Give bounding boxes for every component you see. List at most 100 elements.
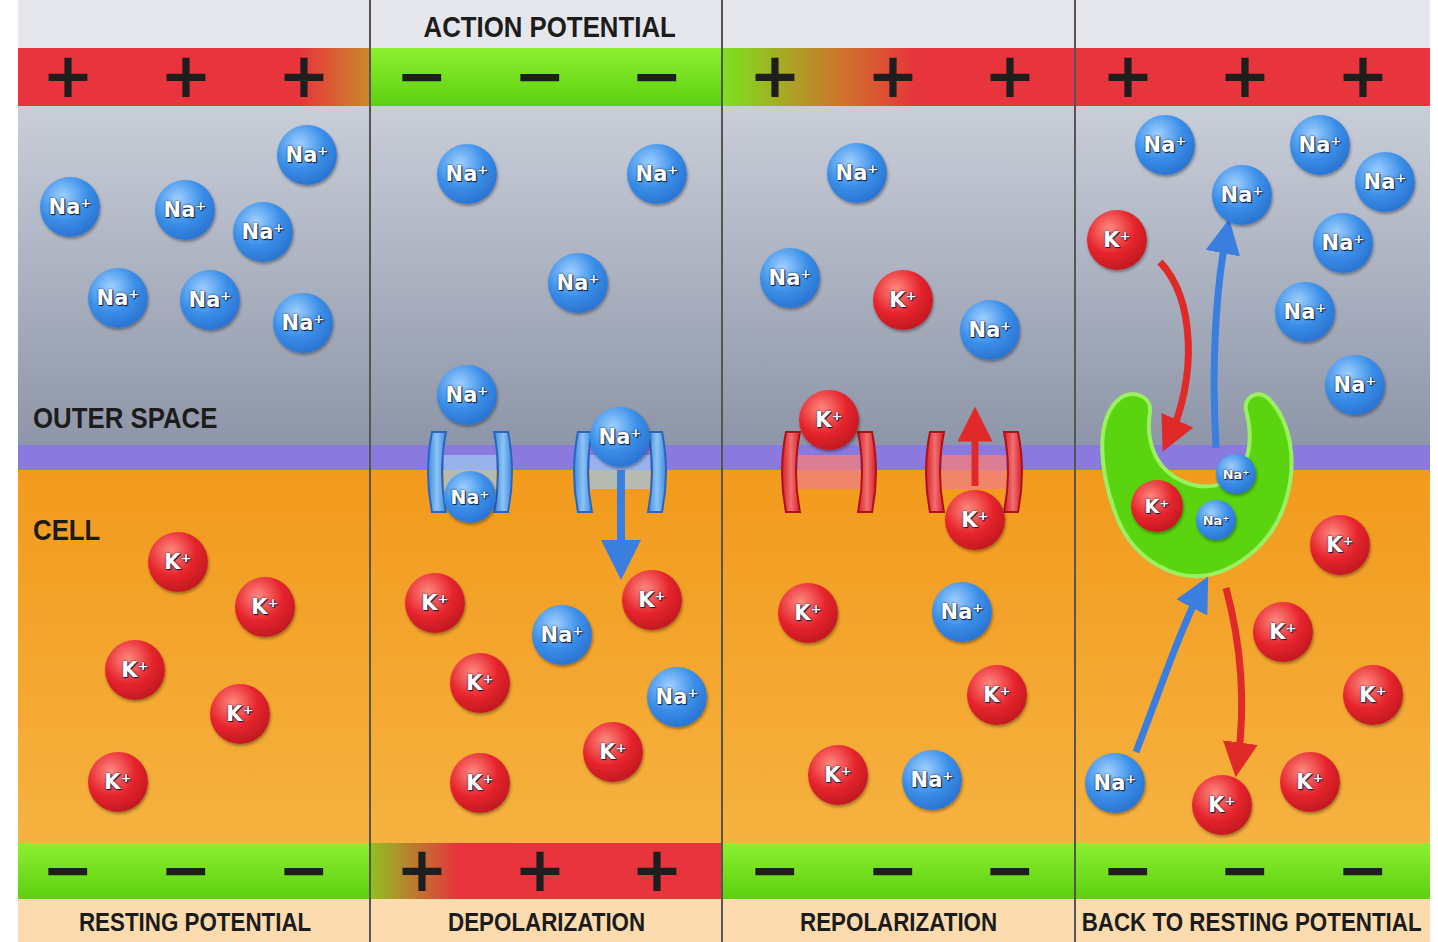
ion-circle: Na⁺ xyxy=(1135,115,1195,175)
charge-sign: + xyxy=(749,45,801,107)
ion-circle: Na⁺ xyxy=(88,268,148,328)
ion-circle: Na⁺ xyxy=(827,143,887,203)
ion-label: Na⁺ xyxy=(599,425,642,449)
ion-label: Na⁺ xyxy=(769,266,812,290)
ion-circle: K⁺ xyxy=(1253,602,1313,662)
ion-circle: K⁺ xyxy=(622,570,682,630)
sodium-potassium-pump xyxy=(1102,236,1291,760)
region-label: OUTER SPACE xyxy=(33,403,217,433)
ion-label: Na⁺ xyxy=(1144,133,1187,157)
ion-label: Na⁺ xyxy=(1364,170,1407,194)
ion-label: K⁺ xyxy=(599,740,626,764)
phase-label: RESTING POTENTIAL xyxy=(79,909,311,935)
ion-circle: Na⁺ xyxy=(1355,152,1415,212)
ion-label: K⁺ xyxy=(794,601,821,625)
ion-label: Na⁺ xyxy=(911,768,954,792)
ion-label: Na⁺ xyxy=(557,271,600,295)
ion-circle: Na⁺ xyxy=(1196,500,1236,540)
phase-label: DEPOLARIZATION xyxy=(448,909,645,935)
charge-sign: + xyxy=(867,45,919,107)
ion-label: Na⁺ xyxy=(1299,133,1342,157)
ion-label: Na⁺ xyxy=(1203,513,1230,528)
ion-circle: K⁺ xyxy=(210,684,270,744)
ion-circle: Na⁺ xyxy=(548,253,608,313)
ion-label: Na⁺ xyxy=(836,161,879,185)
ion-circle: Na⁺ xyxy=(40,177,100,237)
ion-label: K⁺ xyxy=(121,658,148,682)
ion-label: Na⁺ xyxy=(541,623,584,647)
ion-circle: K⁺ xyxy=(405,573,465,633)
ion-label: K⁺ xyxy=(1359,683,1386,707)
ion-circle: K⁺ xyxy=(799,390,859,450)
ion-circle: Na⁺ xyxy=(627,144,687,204)
ion-label: Na⁺ xyxy=(189,288,232,312)
ion-label: Na⁺ xyxy=(97,286,140,310)
region-label: CELL xyxy=(33,515,100,545)
ion-label: K⁺ xyxy=(1269,620,1296,644)
ion-circle: K⁺ xyxy=(778,583,838,643)
ion-circle: Na⁺ xyxy=(1216,454,1256,494)
charge-sign: + xyxy=(396,839,448,901)
phase-label: BACK TO RESTING POTENTIAL xyxy=(1082,909,1422,935)
charge-sign: − xyxy=(749,839,801,901)
ion-label: Na⁺ xyxy=(1334,373,1377,397)
charge-sign: − xyxy=(1219,839,1271,901)
ion-circle: Na⁺ xyxy=(902,750,962,810)
ion-circle: K⁺ xyxy=(1192,775,1252,835)
charge-sign: − xyxy=(867,839,919,901)
ion-label: K⁺ xyxy=(164,550,191,574)
charge-sign: + xyxy=(160,45,212,107)
ion-circle: Na⁺ xyxy=(932,582,992,642)
ion-circle: Na⁺ xyxy=(437,365,497,425)
charge-sign: − xyxy=(1337,839,1389,901)
ion-circle: K⁺ xyxy=(583,722,643,782)
ion-circle: K⁺ xyxy=(873,270,933,330)
ion-label: Na⁺ xyxy=(286,143,329,167)
ion-label: K⁺ xyxy=(638,588,665,612)
charge-sign: + xyxy=(631,839,683,901)
charge-sign: + xyxy=(42,45,94,107)
ion-circle: K⁺ xyxy=(450,753,510,813)
ion-circle: Na⁺ xyxy=(1085,753,1145,813)
ion-circle: K⁺ xyxy=(1310,515,1370,575)
ion-label: K⁺ xyxy=(1326,533,1353,557)
ion-circle: K⁺ xyxy=(148,532,208,592)
ion-circle: Na⁺ xyxy=(1290,115,1350,175)
ion-label: Na⁺ xyxy=(969,318,1012,342)
ion-circle: Na⁺ xyxy=(590,407,650,467)
ion-label: K⁺ xyxy=(421,591,448,615)
ion-label: Na⁺ xyxy=(164,198,207,222)
ion-label: K⁺ xyxy=(961,508,988,532)
ion-circle: Na⁺ xyxy=(437,144,497,204)
ion-circle: Na⁺ xyxy=(1275,282,1335,342)
charge-sign: − xyxy=(278,839,330,901)
ion-label: K⁺ xyxy=(226,702,253,726)
ion-circle: K⁺ xyxy=(1280,752,1340,812)
ion-circle: K⁺ xyxy=(1087,210,1147,270)
ion-circle: Na⁺ xyxy=(1325,355,1385,415)
ion-circle: Na⁺ xyxy=(1313,213,1373,273)
ion-label: K⁺ xyxy=(1296,770,1323,794)
ion-circle: Na⁺ xyxy=(760,248,820,308)
ion-label: K⁺ xyxy=(815,408,842,432)
charge-sign: + xyxy=(514,839,566,901)
charge-sign: − xyxy=(1102,839,1154,901)
ion-label: K⁺ xyxy=(983,683,1010,707)
ion-circle: Na⁺ xyxy=(277,125,337,185)
ion-label: Na⁺ xyxy=(451,486,490,508)
ion-label: Na⁺ xyxy=(49,195,92,219)
ion-circle: K⁺ xyxy=(1131,480,1183,532)
charge-sign: − xyxy=(514,45,566,107)
ion-label: Na⁺ xyxy=(282,311,325,335)
ion-label: Na⁺ xyxy=(1223,467,1250,482)
ion-circle: K⁺ xyxy=(88,752,148,812)
figure-title: ACTION POTENTIAL xyxy=(424,12,676,42)
ion-label: K⁺ xyxy=(1145,495,1170,517)
ion-label: Na⁺ xyxy=(242,220,285,244)
ion-circle: K⁺ xyxy=(105,640,165,700)
ion-label: K⁺ xyxy=(104,770,131,794)
ion-circle: Na⁺ xyxy=(155,180,215,240)
ion-circle: K⁺ xyxy=(967,665,1027,725)
ion-circle: Na⁺ xyxy=(960,300,1020,360)
ion-label: K⁺ xyxy=(889,288,916,312)
